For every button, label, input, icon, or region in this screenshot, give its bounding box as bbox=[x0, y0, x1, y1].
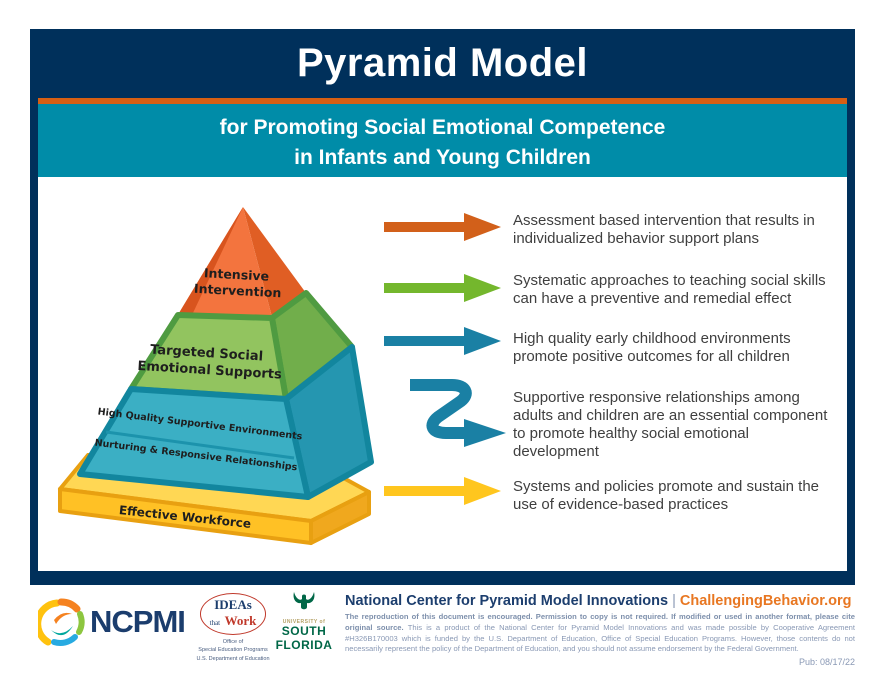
usf-south-text: SOUTH bbox=[281, 624, 327, 638]
zigzag-path bbox=[410, 379, 472, 439]
orange-arrow-shape bbox=[384, 213, 501, 241]
legend-item-1: Assessment based intervention that resul… bbox=[513, 212, 815, 247]
ideas-oval: IDEAs that Work bbox=[199, 593, 267, 635]
legend-item-5: Systems and policies promote and sustain… bbox=[513, 478, 819, 513]
tier-intensive-intervention bbox=[179, 207, 306, 317]
ncpmi-wordmark: NCPMI bbox=[90, 604, 186, 639]
legend-item-2: Systematic approaches to teaching social… bbox=[513, 272, 826, 307]
ncpmi-logo: NCPMI bbox=[38, 598, 186, 646]
zigzag-head bbox=[464, 419, 506, 447]
yellow-arrow bbox=[384, 477, 501, 505]
label-targeted-1: Targeted Social bbox=[150, 343, 264, 365]
ideas-that-text: that bbox=[209, 619, 221, 627]
content-area: Intensive Intervention Targeted Social E… bbox=[38, 177, 847, 571]
main-panel: Pyramid Model for Promoting Social Emoti… bbox=[30, 29, 855, 585]
legend-item-4: Supportive responsive relationships amon… bbox=[513, 389, 828, 460]
ideas-text: IDEAs bbox=[214, 597, 252, 612]
pub-date: Pub: 08/17/22 bbox=[798, 657, 855, 668]
header: Pyramid Model bbox=[30, 29, 855, 98]
teal-arrow bbox=[384, 327, 501, 355]
page-title: Pyramid Model bbox=[296, 41, 588, 85]
ideas-sub2: Special Education Programs bbox=[198, 647, 268, 654]
ideas-sub1: Office of bbox=[222, 639, 244, 645]
fineprint-rest: This is a product of the National Center… bbox=[345, 622, 856, 654]
usf-university-text: UNIVERSITY of bbox=[282, 619, 326, 625]
ideas-work-text: Work bbox=[224, 613, 257, 628]
orange-divider bbox=[38, 98, 847, 104]
ideas-that-work-logo: IDEAs that Work Office of Special Educat… bbox=[193, 593, 273, 663]
subtitle-band: for Promoting Social Emotional Competenc… bbox=[38, 104, 847, 177]
subtitle-line1: for Promoting Social Emotional Competenc… bbox=[219, 116, 666, 139]
teal-zigzag-arrow bbox=[410, 379, 506, 447]
footer: NCPMI IDEAs that Work Office of Special … bbox=[0, 585, 883, 676]
fineprint-bold: The reproduction of this document is enc… bbox=[345, 612, 855, 632]
footer-separator: | bbox=[672, 593, 676, 609]
subtitle-line2: in Infants and Young Children bbox=[294, 145, 591, 169]
slab-faces bbox=[58, 487, 371, 545]
legend-item-3: High quality early childhood environment… bbox=[513, 330, 791, 365]
green-arrow bbox=[384, 274, 501, 302]
tier-seam bbox=[105, 430, 295, 460]
ideas-sub3: U.S. Department of Education bbox=[196, 655, 270, 662]
usf-bull-icon bbox=[293, 592, 315, 610]
usf-florida-text: FLORIDA bbox=[275, 637, 333, 652]
yellow-arrow-shape bbox=[384, 477, 501, 505]
ncpmi-swirl-icon bbox=[38, 598, 85, 646]
footer-text-block: National Center for Pyramid Model Innova… bbox=[345, 593, 855, 667]
footer-center-name: National Center for Pyramid Model Innova… bbox=[345, 593, 669, 609]
pyramid-diagram: Intensive Intervention Targeted Social E… bbox=[58, 207, 374, 545]
label-intensive-2: Intervention bbox=[194, 281, 282, 301]
label-intensive-1: Intensive bbox=[204, 265, 270, 283]
footer-heading: National Center for Pyramid Model Innova… bbox=[345, 593, 855, 609]
green-arrow-shape bbox=[384, 274, 501, 302]
usf-logo: UNIVERSITY of SOUTH FLORIDA bbox=[272, 591, 336, 653]
orange-arrow bbox=[384, 213, 501, 241]
teal-arrow-shape bbox=[384, 327, 501, 355]
footer-fineprint: The reproduction of this document is enc… bbox=[345, 612, 855, 655]
challengingbehavior-link[interactable]: ChallengingBehavior.org bbox=[679, 593, 852, 609]
